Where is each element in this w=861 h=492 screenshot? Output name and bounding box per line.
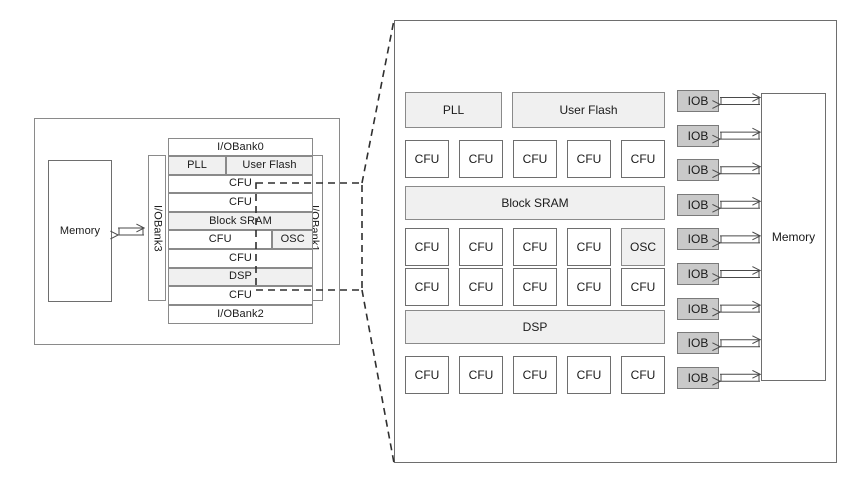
detail-iob-label: IOB (687, 267, 709, 281)
detail-memory-block: Memory (761, 93, 826, 381)
detail-iob-label: IOB (687, 336, 709, 351)
detail-cell-label: CFU (630, 152, 656, 166)
detail-iob-label: IOB (687, 128, 709, 143)
overview-cell-label: CFU (229, 195, 252, 208)
overview-iobank0-label: I/OBank0 (217, 140, 264, 153)
overview-cell-pll: PLL (168, 156, 226, 175)
detail-cell-cfu: CFU (513, 268, 557, 306)
detail-cell-label: CFU (414, 368, 440, 382)
overview-iobank3: I/OBank3 (148, 155, 166, 301)
detail-cell-label: CFU (630, 368, 656, 382)
detail-iob-label: IOB (687, 163, 709, 178)
detail-cell-label: CFU (468, 368, 494, 382)
overview-cell-label: User Flash (242, 158, 297, 171)
overview-iobank0: I/OBank0 (168, 138, 313, 156)
detail-iob-block: IOB (677, 263, 719, 285)
overview-cell-cfu: CFU (168, 249, 313, 268)
overview-cell-label: Block SRAM (209, 214, 272, 227)
detail-iob-label: IOB (687, 301, 709, 316)
callout-leader-bottom (361, 289, 395, 464)
detail-cell-dsp: DSP (405, 310, 665, 344)
detail-cell-block-sram: Block SRAM (405, 186, 665, 220)
detail-cell-cfu: CFU (567, 228, 611, 266)
detail-iob-block: IOB (677, 124, 719, 147)
detail-iob-label: IOB (687, 370, 709, 385)
overview-cell-label: CFU (229, 288, 252, 301)
detail-cell-label: CFU (576, 152, 602, 166)
detail-cell-cfu: CFU (567, 356, 611, 394)
detail-cell-label: CFU (522, 280, 548, 294)
overview-cell-label: DSP (229, 270, 252, 283)
detail-cell-label: CFU (414, 240, 440, 254)
detail-iob-block: IOB (677, 90, 719, 112)
overview-iobank3-label: I/OBank3 (151, 204, 164, 252)
callout-leader-top (361, 19, 395, 184)
detail-cell-cfu: CFU (459, 356, 503, 394)
detail-cell-cfu: CFU (459, 228, 503, 266)
overview-cell-cfu: CFU (168, 286, 313, 305)
detail-cell-cfu: CFU (513, 140, 557, 178)
detail-cell-label: CFU (468, 152, 494, 166)
detail-iob-block: IOB (677, 228, 719, 251)
detail-cell-label: Block SRAM (501, 196, 569, 210)
detail-cell-cfu: CFU (567, 268, 611, 306)
overview-cell-label: CFU (229, 251, 252, 264)
detail-cell-label: CFU (522, 152, 548, 166)
detail-cell-user-flash: User Flash (512, 92, 665, 128)
detail-iob-block: IOB (677, 193, 719, 216)
detail-cell-cfu: CFU (513, 356, 557, 394)
detail-cell-cfu: CFU (459, 268, 503, 306)
overview-cell-label: CFU (208, 233, 232, 246)
detail-cell-label: CFU (468, 280, 494, 294)
detail-cell-cfu: CFU (405, 356, 449, 394)
detail-cell-cfu: CFU (405, 228, 449, 266)
overview-cell-label: CFU (229, 177, 252, 190)
overview-iobank2-label: I/OBank2 (217, 308, 264, 320)
detail-cell-label: User Flash (559, 103, 618, 117)
detail-cell-cfu: CFU (621, 356, 665, 394)
detail-cell-label: CFU (630, 280, 656, 294)
overview-cell-label: PLL (187, 158, 207, 171)
detail-cell-label: OSC (629, 240, 656, 254)
overview-memory-label: Memory (59, 224, 101, 237)
detail-cell-label: CFU (522, 368, 548, 382)
overview-cell-user-flash: User Flash (226, 156, 313, 175)
detail-memory-label: Memory (771, 230, 816, 244)
detail-iob-label: IOB (687, 197, 709, 212)
overview-cell-cfu: CFU (168, 193, 313, 212)
overview-cell-block-sram: Block SRAM (168, 211, 313, 231)
detail-cell-cfu: CFU (621, 140, 665, 178)
detail-cell-label: CFU (522, 240, 548, 254)
overview-memory-block: Memory (48, 160, 112, 302)
detail-cell-label: CFU (576, 368, 602, 382)
detail-iob-label: IOB (687, 232, 709, 247)
overview-cell-osc: OSC (272, 230, 313, 249)
detail-cell-cfu: CFU (621, 268, 665, 306)
overview-cell-cfu: CFU (168, 174, 313, 194)
detail-iob-block: IOB (677, 332, 719, 355)
detail-cell-cfu: CFU (459, 140, 503, 178)
detail-cell-pll: PLL (405, 92, 502, 128)
overview-iobank2: I/OBank2 (168, 305, 313, 324)
detail-cell-cfu: CFU (567, 140, 611, 178)
detail-cell-osc: OSC (621, 228, 665, 266)
overview-cell-cfu: CFU (168, 230, 273, 249)
overview-cell-label: OSC (280, 233, 305, 246)
detail-cell-label: CFU (468, 240, 494, 254)
detail-iob-block: IOB (677, 297, 719, 320)
detail-cell-cfu: CFU (513, 228, 557, 266)
detail-iob-label: IOB (687, 94, 709, 108)
detail-cell-label: CFU (576, 240, 602, 254)
detail-cell-label: CFU (414, 152, 440, 166)
detail-cell-label: PLL (442, 103, 465, 117)
detail-iob-block: IOB (677, 159, 719, 182)
detail-cell-cfu: CFU (405, 268, 449, 306)
detail-cell-label: CFU (414, 280, 440, 294)
overview-cell-dsp: DSP (168, 267, 313, 287)
detail-cell-cfu: CFU (405, 140, 449, 178)
detail-iob-block: IOB (677, 366, 719, 389)
detail-cell-label: CFU (576, 280, 602, 294)
detail-cell-label: DSP (522, 320, 548, 334)
